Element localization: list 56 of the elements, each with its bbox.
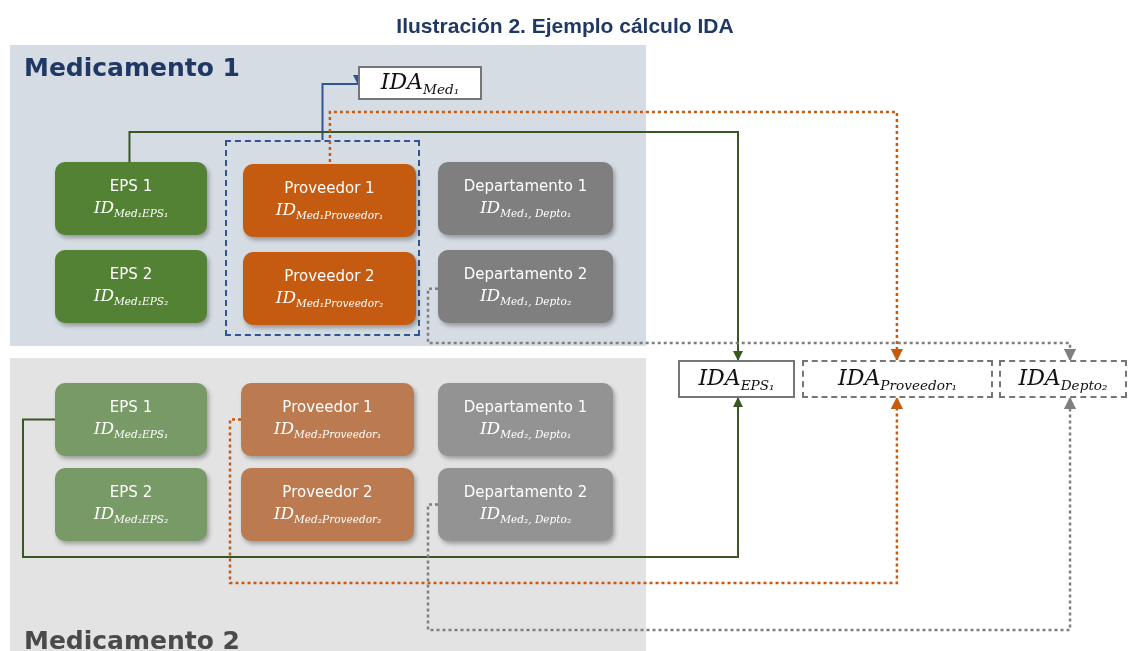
entity-card — [55, 468, 207, 541]
formula-label: ID$_{Med₂, Depto₂}$ — [479, 503, 572, 526]
formula-label: ID$_{Med₁EPS₁}$ — [93, 197, 169, 220]
connector-arrow — [128, 131, 743, 361]
card-title: Proveedor 2 — [284, 267, 375, 286]
formula-label: ID$_{Med₂, Depto₁}$ — [479, 418, 572, 441]
card-title: EPS 2 — [109, 483, 153, 502]
formula-label: ID$_{Med₁EPS₂}$ — [93, 285, 169, 308]
entity-card — [243, 164, 416, 237]
entity-card — [438, 162, 613, 235]
connector-arrow — [228, 396, 904, 585]
connector-arrow — [426, 396, 1077, 632]
section-panel — [10, 358, 646, 651]
result-box — [358, 66, 482, 100]
panel-title: Medicamento 1 — [24, 53, 240, 82]
card-title: EPS 1 — [109, 177, 153, 196]
formula-label: ID$_{Med₁, Depto₁}$ — [479, 197, 572, 220]
entity-card — [55, 162, 207, 235]
card-title: EPS 2 — [109, 265, 153, 284]
result-box — [999, 360, 1127, 398]
card-title: EPS 1 — [109, 398, 153, 417]
result-box — [802, 360, 993, 398]
formula-label: ID$_{Med₂Proveedor₁}$ — [273, 418, 382, 441]
formula-label: ID$_{Med₁, Depto₂}$ — [479, 285, 572, 308]
card-title: Departamento 2 — [463, 265, 588, 284]
result-box — [678, 360, 795, 398]
entity-card — [241, 383, 414, 456]
formula-label: IDA$_{Depto₂}$ — [1018, 364, 1108, 394]
formula-label: ID$_{Med₂EPS₁}$ — [93, 418, 169, 441]
section-panel — [10, 45, 646, 346]
formula-label: ID$_{Med₂Proveedor₂}$ — [273, 503, 382, 526]
card-title: Departamento 1 — [463, 398, 588, 417]
entity-card — [243, 252, 416, 325]
entity-card — [55, 383, 207, 456]
diagram-title: Ilustración 2. Ejemplo cálculo IDA — [395, 14, 735, 38]
card-title: Proveedor 1 — [282, 398, 373, 417]
card-title: Proveedor 2 — [282, 483, 373, 502]
formula-label: ID$_{Med₁Proveedor₂}$ — [275, 287, 384, 310]
formula-label: IDA$_{Med₁}$ — [380, 68, 460, 98]
connector-arrow — [328, 110, 904, 362]
formula-label: IDA$_{EPS₁}$ — [698, 364, 775, 394]
dashed-group-frame — [225, 140, 420, 336]
entity-card — [438, 468, 613, 541]
card-title: Departamento 2 — [463, 483, 588, 502]
formula-label: IDA$_{Proveedor₁}$ — [838, 364, 957, 394]
entity-card — [438, 383, 613, 456]
card-title: Departamento 1 — [463, 177, 588, 196]
entity-card — [241, 468, 414, 541]
entity-card — [55, 250, 207, 323]
entity-card — [438, 250, 613, 323]
connector-arrow — [22, 397, 743, 558]
card-title: Proveedor 1 — [284, 179, 375, 198]
formula-label: ID$_{Med₂EPS₂}$ — [93, 503, 169, 526]
connector-arrow — [426, 287, 1077, 362]
formula-label: ID$_{Med₁Proveedor₁}$ — [275, 199, 384, 222]
panel-title: Medicamento 2 — [24, 626, 240, 651]
